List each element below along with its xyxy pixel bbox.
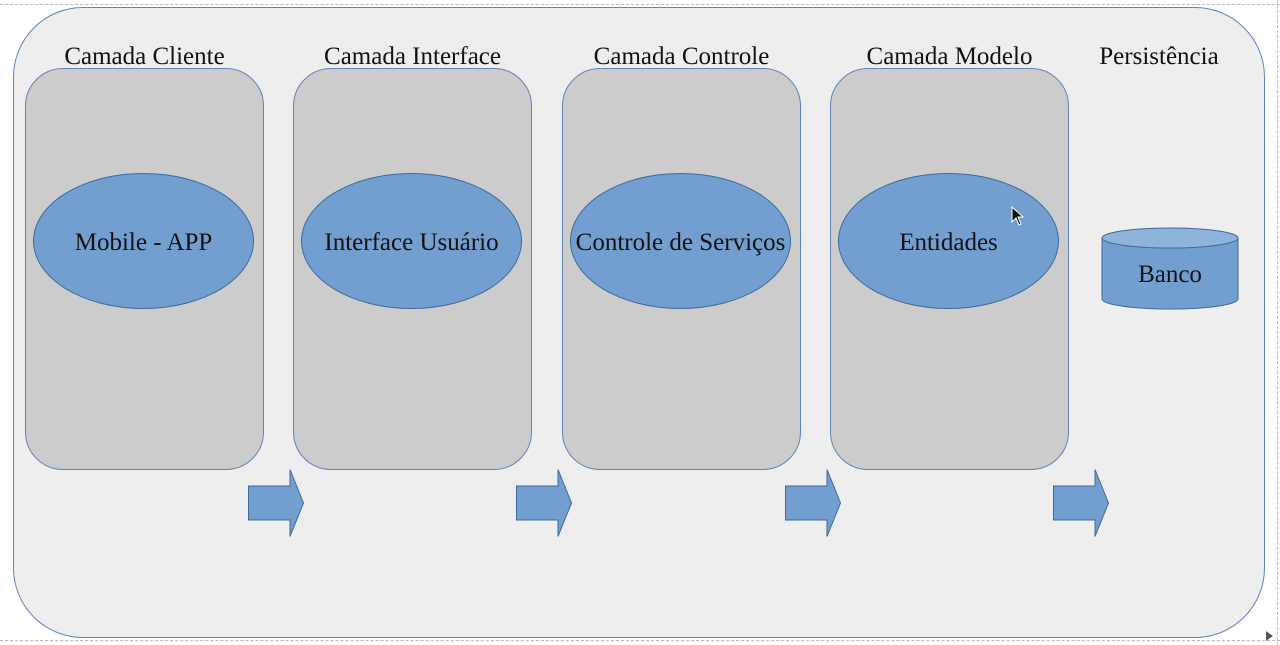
component-label-entidades: Entidades <box>899 229 998 256</box>
component-label-controle-servicos: Controle de Serviços <box>575 229 786 256</box>
page-edge-bottom <box>0 640 1280 641</box>
layer-title-persistencia: Persistência <box>1099 43 1219 70</box>
layer-title-modelo: Camada Modelo <box>866 43 1033 70</box>
flow-arrow-right-icon[interactable] <box>1053 469 1109 537</box>
flow-arrow-right-icon[interactable] <box>516 469 572 537</box>
database-label: Banco <box>1138 261 1202 288</box>
flow-arrow-right-icon[interactable] <box>248 469 304 537</box>
layer-title-controle: Camada Controle <box>593 43 770 70</box>
page-edge-top <box>0 4 1280 5</box>
component-label-mobile-app: Mobile - APP <box>74 229 213 256</box>
page-edge-right <box>1277 0 1278 645</box>
layer-title-cliente: Camada Cliente <box>64 43 225 70</box>
component-ellipse-mobile-app[interactable] <box>33 173 254 309</box>
database-cylinder-icon[interactable] <box>1101 227 1239 311</box>
flow-arrow-right-icon[interactable] <box>785 469 841 537</box>
layer-title-interface: Camada Interface <box>324 43 501 70</box>
component-label-interface-usuario: Interface Usuário <box>324 229 499 256</box>
mouse-cursor-icon <box>1011 205 1025 228</box>
component-ellipse-controle-servicos[interactable] <box>570 173 791 309</box>
slide-corner-marker-icon <box>1266 631 1273 641</box>
component-ellipse-interface-usuario[interactable] <box>301 173 522 309</box>
component-ellipse-entidades[interactable] <box>838 173 1059 309</box>
